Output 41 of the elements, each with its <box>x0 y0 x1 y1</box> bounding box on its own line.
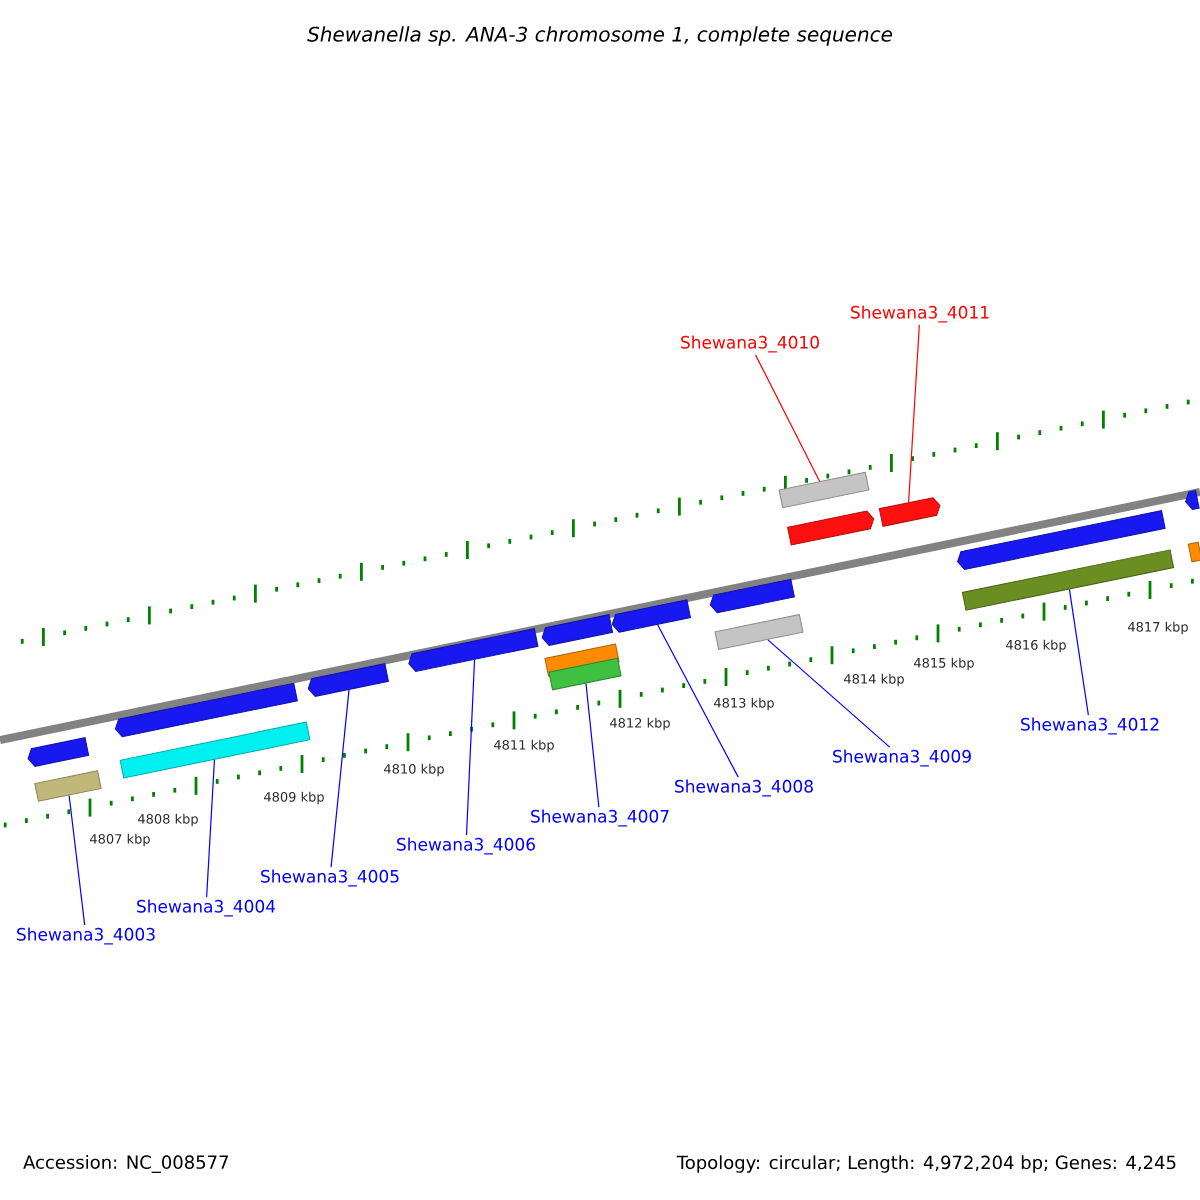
leader-line <box>585 682 600 808</box>
gene-feature <box>957 510 1166 570</box>
feature-bar <box>714 614 804 650</box>
leader-line <box>1068 588 1089 716</box>
feature-bar <box>119 721 311 779</box>
gene-label: Shewana3_4005 <box>261 869 399 887</box>
gene-label: Shewana3_4012 <box>1021 717 1159 735</box>
feature-bar <box>548 657 622 691</box>
title: Shewanella sp. ANA-3 chromosome 1, complete sequence <box>307 26 893 46</box>
gene-label: Shewana3_4010 <box>681 335 819 353</box>
leader-line <box>68 794 86 926</box>
leader-line <box>206 759 216 898</box>
feature-bar <box>778 471 870 509</box>
gene-label: Shewana3_4007 <box>531 809 669 827</box>
leader-line <box>657 624 739 778</box>
gene-label: Shewana3_4011 <box>851 305 989 323</box>
gene-feature <box>27 737 90 767</box>
gene-feature <box>878 497 941 527</box>
leader-line <box>754 354 821 482</box>
gene-feature <box>611 599 691 633</box>
feature-bar <box>34 770 102 802</box>
feature-bar <box>961 549 1175 611</box>
footer-text: Topology: circular; Length: 4,972,204 bp; Genes: 4,245 <box>676 1155 1176 1173</box>
gene-label: Shewana3_4006 <box>397 837 535 855</box>
feature-bar <box>1187 541 1200 563</box>
gene-label: Shewana3_4008 <box>675 779 813 797</box>
gene-feature <box>307 663 389 697</box>
leader-line <box>908 324 920 503</box>
footer-text: Accession: NC_008577 <box>23 1155 228 1173</box>
gene-feature <box>114 682 298 738</box>
gene-feature <box>1185 490 1200 510</box>
leader-line <box>330 689 350 868</box>
gene-feature <box>541 614 614 646</box>
gene-feature <box>408 628 539 672</box>
gene-label: Shewana3_4003 <box>17 927 155 945</box>
gene-label: Shewana3_4009 <box>833 749 971 767</box>
gene-feature <box>787 510 875 546</box>
leader-line <box>767 639 891 748</box>
gene-label: Shewana3_4004 <box>137 899 276 917</box>
gene-feature <box>709 578 795 614</box>
leader-line <box>465 659 476 836</box>
